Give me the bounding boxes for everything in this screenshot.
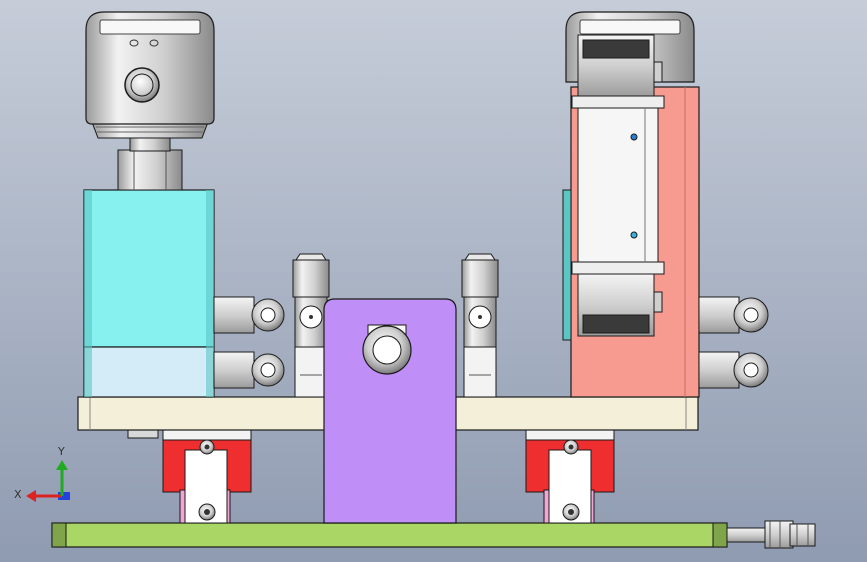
base-rail xyxy=(51,522,728,548)
purple-bracket xyxy=(323,298,457,524)
coordinate-triad: X Y xyxy=(14,445,70,502)
fitting-right-upper xyxy=(698,296,769,334)
linear-carriage-right xyxy=(525,429,615,524)
x-axis-label: X xyxy=(14,488,22,501)
fitting-left-lower xyxy=(213,351,285,389)
fitting-left-upper xyxy=(213,296,285,334)
pressure-sensor-left xyxy=(85,11,215,191)
fitting-right-lower xyxy=(698,351,769,389)
push-fitting-left xyxy=(292,253,330,398)
cable-connector xyxy=(726,520,816,549)
push-fitting-right xyxy=(461,253,499,398)
cyan-valve-block xyxy=(83,189,215,398)
slide-cylinder xyxy=(571,34,665,337)
y-axis-label: Y xyxy=(57,445,65,458)
